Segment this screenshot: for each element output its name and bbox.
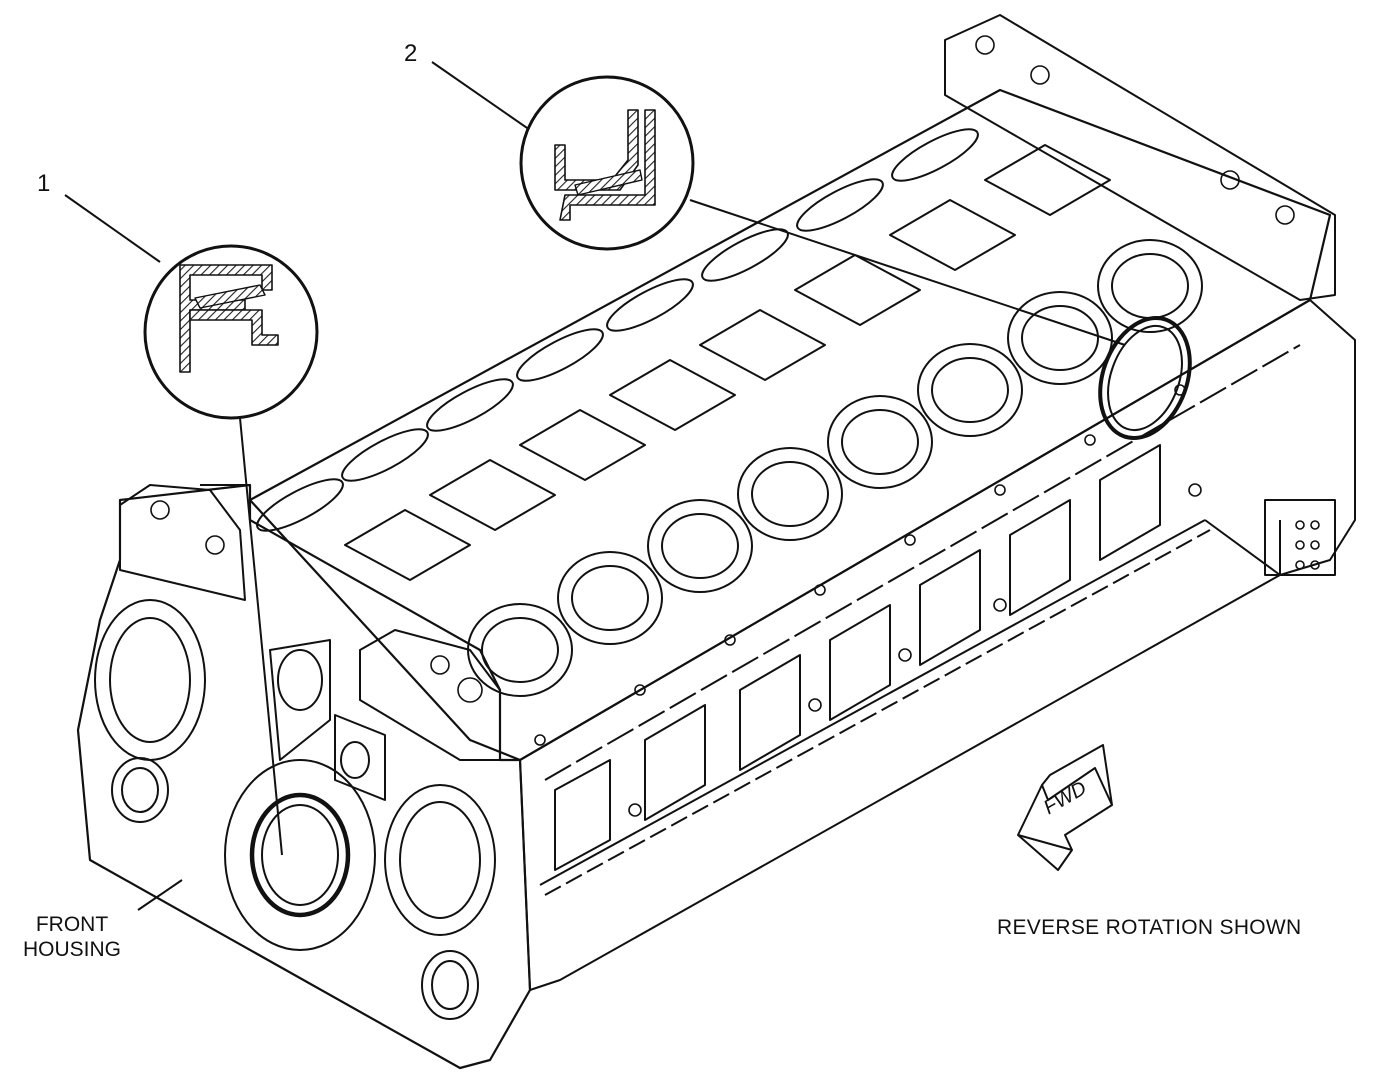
front-housing-leader: [137, 879, 183, 911]
valley-openings: [256, 128, 1111, 581]
cylinder-bores: [467, 239, 1203, 697]
fwd-arrow-icon: [1017, 744, 1113, 871]
callout-1-leader: [64, 194, 283, 856]
callout-2-detail: [519, 75, 695, 251]
bolt-holes: [150, 35, 1320, 817]
front-housing-label: FRONT HOUSING: [12, 912, 132, 962]
callout-1-number: 1: [37, 170, 51, 197]
front-housing-line2: HOUSING: [22, 938, 121, 961]
callout-2-number: 2: [404, 40, 418, 67]
callout-2-leader: [431, 61, 1126, 346]
reverse-rotation-note: REVERSE ROTATION SHOWN: [997, 916, 1302, 939]
front-housing-details: [94, 599, 496, 1020]
crankcase-windows: [554, 444, 1161, 871]
callout-1-detail: [143, 244, 319, 420]
rear-crankshaft-seal: [1098, 315, 1192, 441]
front-crankshaft-seal: [224, 759, 376, 951]
engine-block-outline: [76, 14, 1356, 1070]
front-housing-line1: FRONT: [35, 913, 109, 936]
